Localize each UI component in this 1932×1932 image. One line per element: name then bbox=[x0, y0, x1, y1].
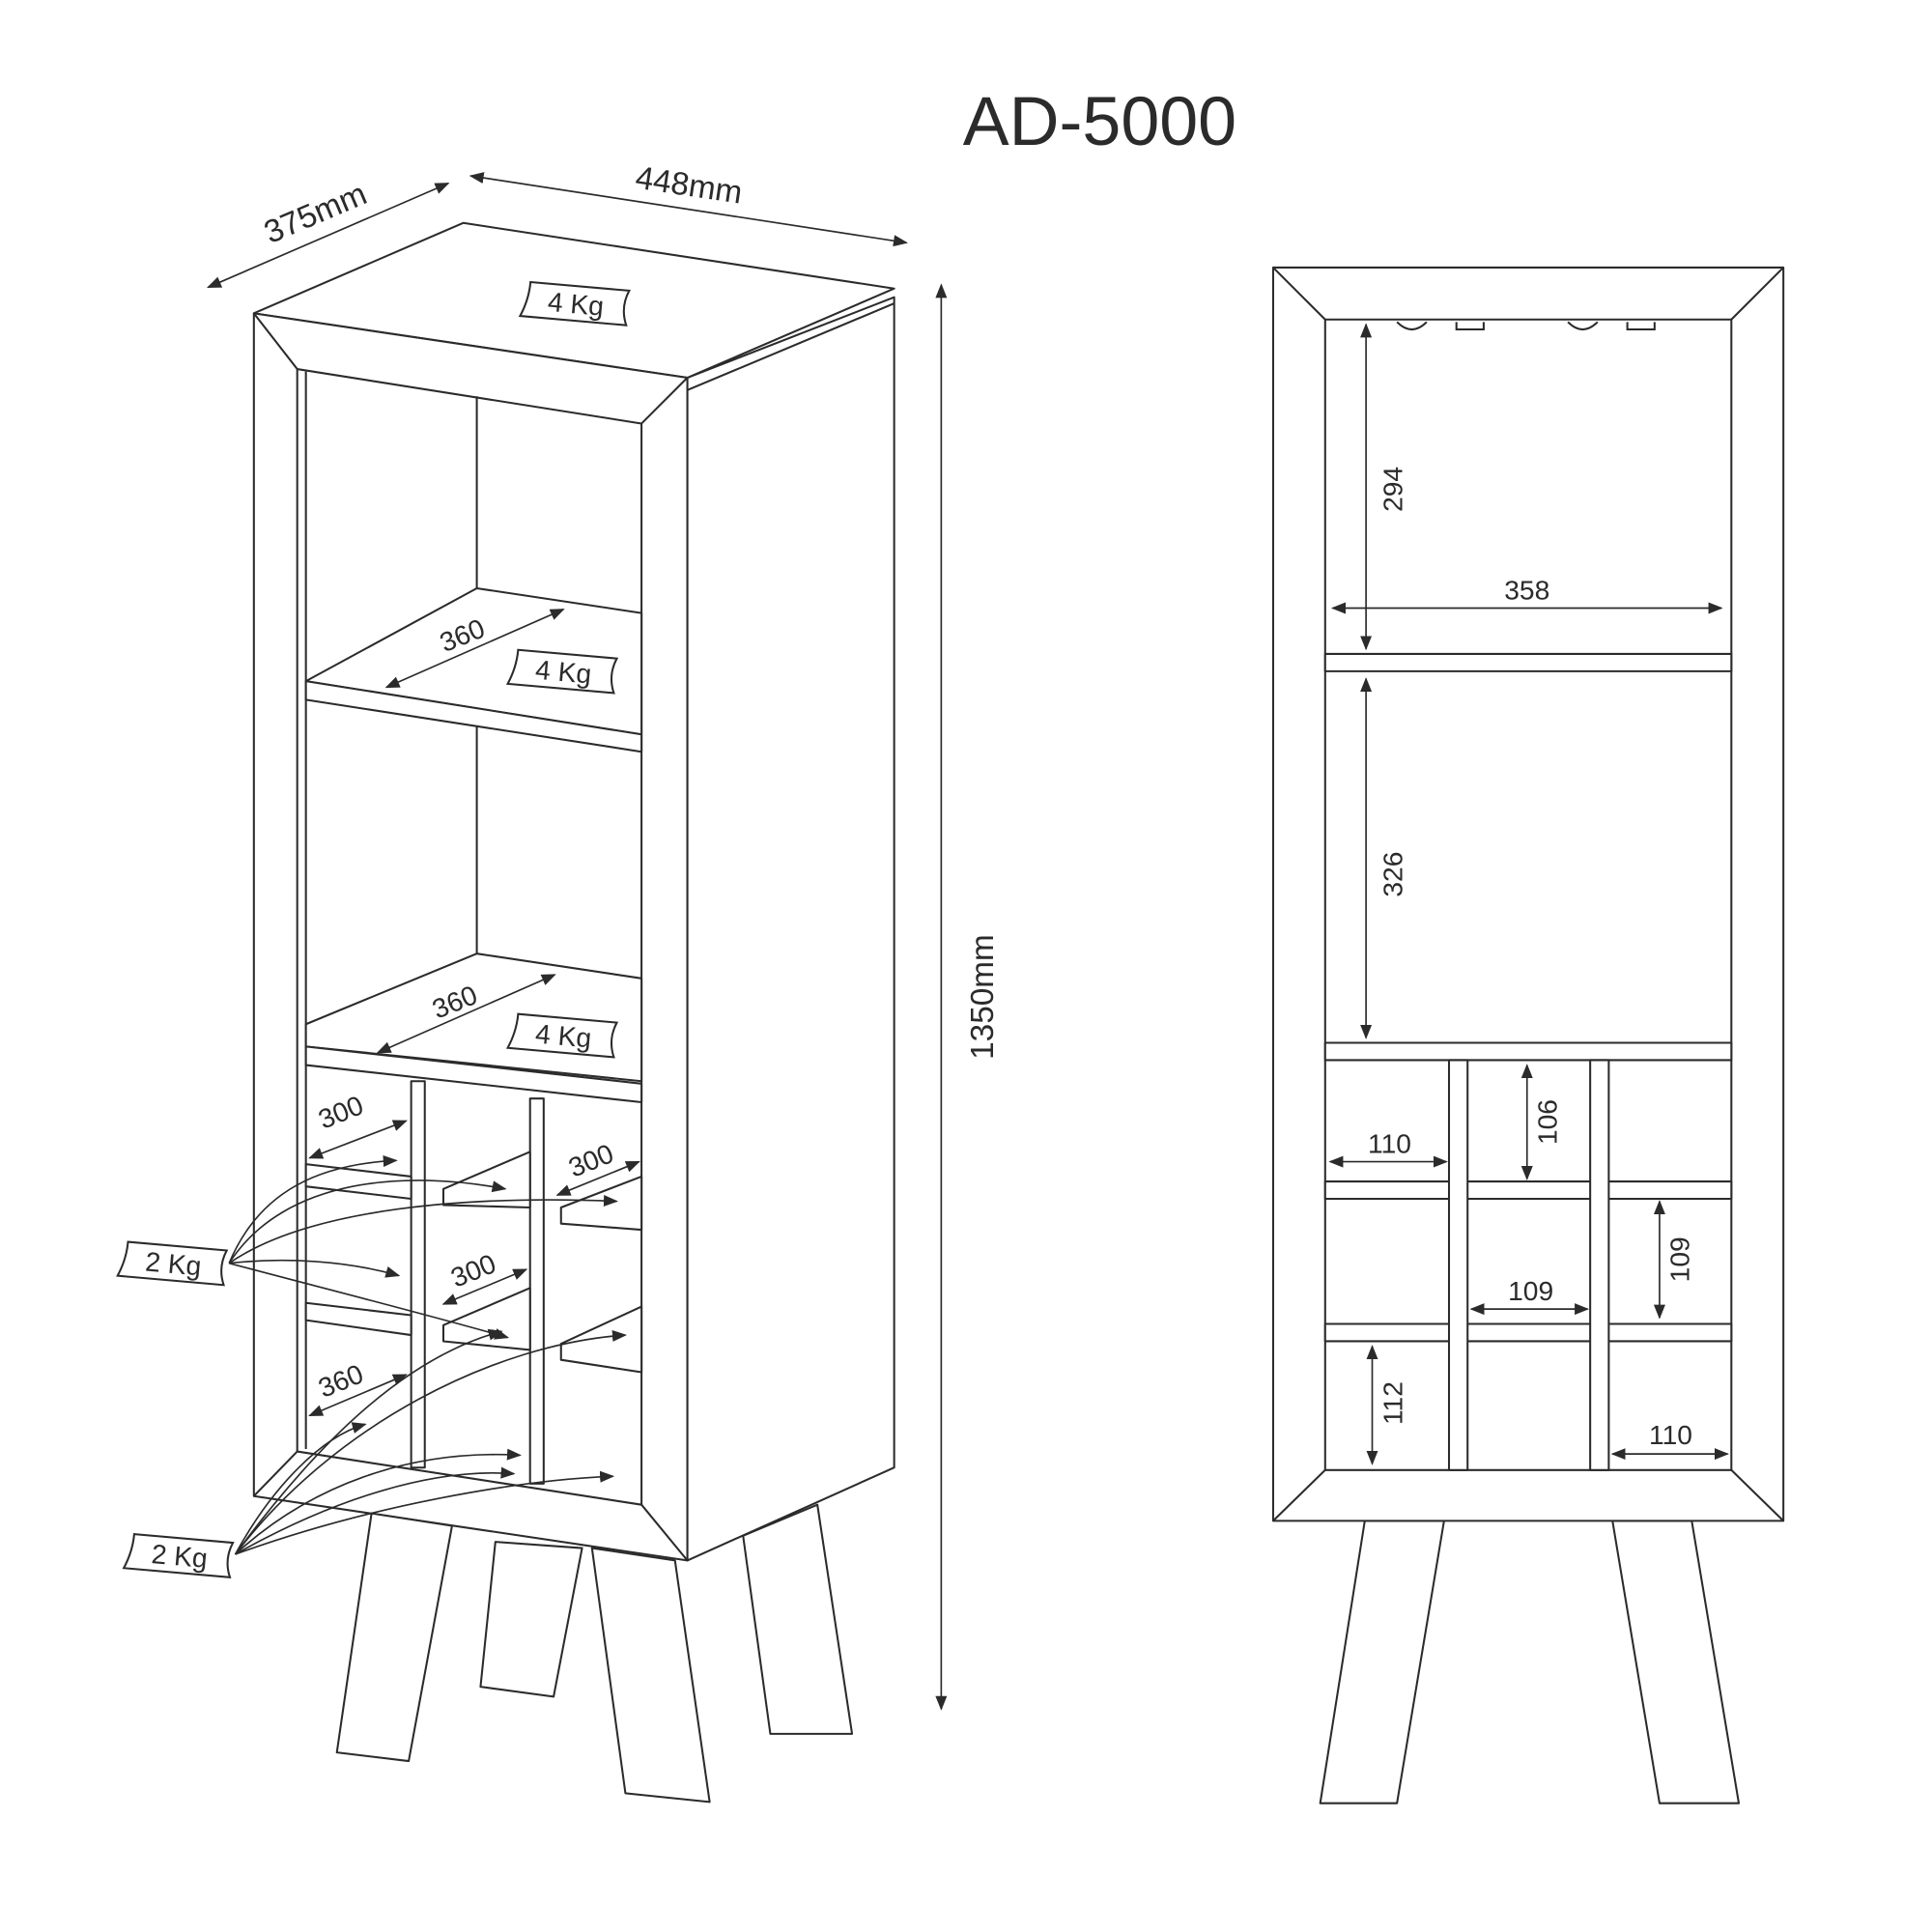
cell-width-left-label: 110 bbox=[1368, 1128, 1411, 1159]
middle-height-label: 326 bbox=[1377, 852, 1407, 897]
height-label: 1350mm bbox=[965, 934, 1001, 1060]
cell-height-top-label: 106 bbox=[1532, 1099, 1563, 1145]
rack-divider bbox=[410, 1080, 426, 1469]
rack-divider bbox=[1447, 1059, 1469, 1471]
rack-divider bbox=[1589, 1059, 1610, 1471]
leg bbox=[1611, 1520, 1741, 1804]
leg bbox=[1319, 1520, 1445, 1804]
perspective-view: 360 360 300 300 300 360 4 bbox=[116, 221, 895, 1804]
rack-divider bbox=[528, 1097, 545, 1485]
cell-width-right-label: 110 bbox=[1649, 1419, 1692, 1450]
load-badge-rack-lower: 2 Kg bbox=[122, 1533, 235, 1578]
height-dimension: 1350mm bbox=[935, 283, 1001, 1711]
product-title: AD-5000 bbox=[963, 83, 1236, 160]
leg bbox=[335, 1512, 453, 1763]
load-badge-shelf-2: 4 Kg bbox=[505, 1012, 619, 1059]
load-badge-top: 4 Kg bbox=[518, 280, 631, 327]
shelf bbox=[1323, 1041, 1733, 1062]
leg bbox=[479, 1541, 583, 1698]
cell-height-mid-label: 109 bbox=[1664, 1236, 1695, 1282]
inner-width-label: 358 bbox=[1504, 575, 1549, 606]
svg-text:4 Kg: 4 Kg bbox=[534, 1018, 593, 1054]
svg-text:4 Kg: 4 Kg bbox=[547, 286, 606, 322]
width-dimension: 448mm bbox=[469, 160, 908, 247]
load-badge-shelf-1: 4 Kg bbox=[505, 648, 619, 695]
cell-height-bottom-label: 112 bbox=[1377, 1381, 1407, 1425]
svg-text:2 Kg: 2 Kg bbox=[144, 1245, 203, 1281]
front-view: 294 358 326 106 110 109 109 112 110 bbox=[1271, 266, 1785, 1804]
cabinet-side bbox=[686, 296, 895, 1562]
depth-label: 375mm bbox=[259, 176, 372, 250]
leg bbox=[742, 1503, 854, 1735]
svg-text:2 Kg: 2 Kg bbox=[151, 1538, 210, 1574]
glass-hangers bbox=[1396, 321, 1656, 331]
upper-height-label: 294 bbox=[1377, 467, 1407, 512]
shelf bbox=[1323, 652, 1733, 672]
leg bbox=[590, 1547, 711, 1804]
load-badge-rack-upper: 2 Kg bbox=[116, 1240, 229, 1287]
svg-text:4 Kg: 4 Kg bbox=[534, 654, 593, 690]
cell-width-mid-label: 109 bbox=[1508, 1275, 1553, 1306]
